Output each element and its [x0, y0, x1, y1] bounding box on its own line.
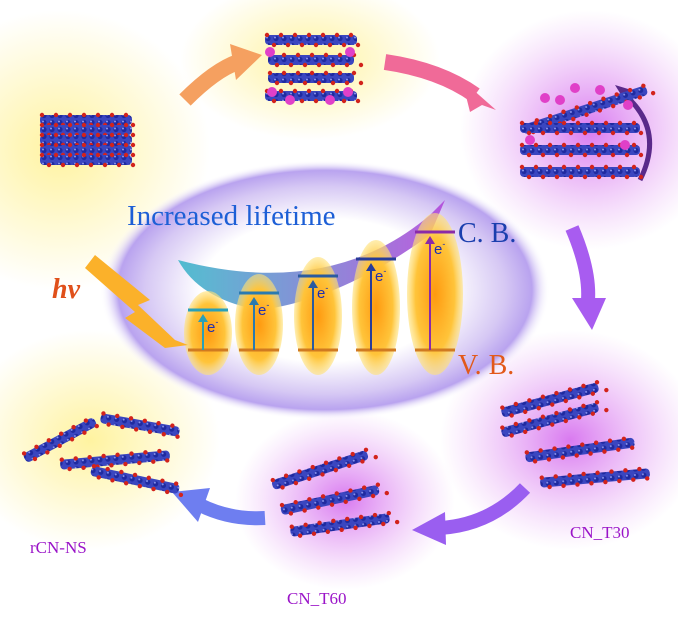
excitation-ellipse — [294, 257, 342, 375]
purple-glow — [440, 330, 678, 550]
carbon-nitride-sheet — [267, 70, 364, 86]
carbon-nitride-sheet — [270, 447, 378, 490]
excitation-ellipse — [184, 291, 232, 375]
arrowhead — [249, 297, 259, 305]
sample-label-cn-t60: CN_T60 — [287, 589, 347, 608]
carbon-nitride-sheet — [519, 164, 644, 180]
arrow-purple-down — [565, 225, 596, 301]
carbon-nitride-sheet — [500, 380, 609, 418]
carbon-nitride-sheet — [500, 400, 609, 438]
ion — [620, 140, 630, 150]
electron-label: e- — [258, 300, 269, 319]
ion — [345, 47, 355, 57]
lifetime-sweep-arrow — [178, 200, 445, 310]
band-gap-column: e- — [235, 274, 283, 375]
valence-band-label: V. B. — [458, 350, 514, 381]
arrow-blue — [196, 498, 266, 526]
yellow-glow — [0, 330, 220, 550]
ion — [267, 87, 277, 97]
ion — [623, 100, 633, 110]
arrowhead — [366, 263, 376, 271]
sample-label-cn-t30: CN_T30 — [570, 523, 630, 542]
carbon-nitride-sheet — [90, 463, 184, 498]
ion — [555, 95, 565, 105]
excitation-ellipse — [407, 213, 463, 375]
ion — [285, 95, 295, 105]
photon-label: hν — [52, 274, 81, 305]
electron-label: e- — [317, 283, 328, 302]
excitation-ellipse — [352, 240, 400, 375]
arrowhead — [425, 236, 435, 244]
carbon-nitride-sheet — [59, 448, 170, 472]
arrow-violet — [439, 483, 531, 535]
arrowhead — [308, 280, 318, 288]
arrowhead — [572, 298, 606, 330]
arrowhead — [462, 80, 496, 112]
carbon-nitride-sheet — [39, 122, 136, 138]
band-gap-column: e- — [407, 213, 463, 375]
band-diagram: e-e-e-e-e- — [184, 213, 463, 375]
electron-label: e- — [207, 317, 218, 336]
band-gap-column: e- — [352, 240, 400, 375]
ion — [525, 135, 535, 145]
excitation-ellipse — [235, 274, 283, 375]
band-gap-column: e- — [184, 291, 232, 375]
carbon-nitride-sheet — [519, 120, 644, 136]
electron-label: e- — [375, 266, 386, 285]
carbon-nitride-sheet — [100, 411, 180, 439]
carbon-nitride-sheet — [39, 152, 136, 168]
carbon-nitride-sheet — [539, 466, 650, 490]
ion — [595, 85, 605, 95]
arrowhead — [230, 44, 262, 80]
arrowhead — [198, 314, 208, 322]
title-increased-lifetime: Increased lifetime — [127, 200, 336, 232]
ion — [265, 47, 275, 57]
arrowhead — [412, 512, 446, 545]
carbon-nitride-sheet — [264, 32, 361, 48]
lightning-bolt-icon — [85, 255, 188, 348]
electron-label: e- — [434, 239, 445, 258]
band-gap-column: e- — [294, 257, 342, 375]
ion — [540, 93, 550, 103]
carbon-nitride-sheet — [21, 418, 99, 462]
ion — [570, 83, 580, 93]
carbon-nitride-sheet — [289, 510, 400, 538]
ion — [325, 95, 335, 105]
carbon-nitride-sheet — [524, 436, 635, 464]
conduction-band-label: C. B. — [458, 218, 516, 249]
sample-label-rcn-ns: rCN-NS — [30, 538, 87, 557]
intercalated-ions — [265, 47, 633, 150]
yellow-glow — [180, 0, 440, 140]
arrow-exfoliation — [623, 93, 653, 182]
ion — [343, 87, 353, 97]
carbon-nitride-sheet — [519, 142, 644, 158]
carbon-nitride-sheet — [279, 482, 389, 516]
